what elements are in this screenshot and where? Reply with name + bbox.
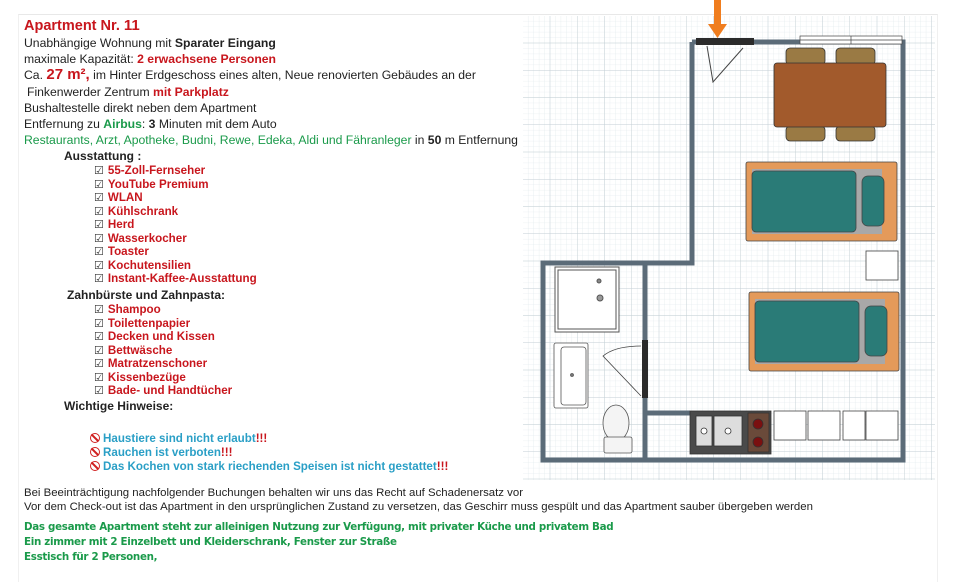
toiletries-item: ☑Kissenbezüge — [94, 371, 232, 385]
toiletries-item: ☑Bade- und Handtücher — [94, 384, 232, 398]
title-prefix: Apartment Nr. — [24, 18, 120, 34]
warning-text: Das Kochen von stark riechenden Speisen … — [103, 460, 437, 473]
shower — [554, 266, 620, 333]
toiletries-item: ☑Matratzenschoner — [94, 357, 232, 371]
kitchen-sink-stove — [689, 410, 772, 455]
equipment-item-label: Wasserkocher — [107, 231, 187, 245]
warning-exclamation: !!! — [255, 432, 268, 445]
toiletries-item: ☑Decken und Kissen — [94, 330, 232, 344]
checkbox-checked-icon: ☑ — [94, 358, 104, 370]
title-number: 11 — [123, 17, 140, 34]
checkbox-checked-icon: ☑ — [94, 371, 104, 384]
toiletries-item: ☑Toilettenpapier — [94, 317, 232, 331]
equipment-item-label: WLAN — [107, 191, 143, 204]
green-footer-line-2: Ein zimmer mit 2 Einzelbett und Kleiders… — [24, 536, 397, 548]
checkbox-checked-icon: ☑ — [94, 219, 104, 231]
equipment-item-label: Herd — [107, 218, 135, 231]
equipment-item: ☑Herd — [94, 218, 257, 232]
footer-line-2: Vor dem Check-out ist das Apartment in d… — [24, 501, 813, 513]
location-line: Finkenwerder Zentrum mit Parkplatz — [27, 85, 229, 99]
warnings-list: Haustiere sind nicht erlaubt!!!Rauchen i… — [90, 432, 448, 474]
equipment-item: ☑Instant-Kaffee-Ausstattung — [94, 272, 257, 286]
nightstand — [865, 250, 899, 281]
page-title: Apartment Nr. 11 — [24, 17, 140, 34]
warning-text: Rauchen ist verboten — [103, 446, 221, 459]
toiletries-item: ☑Bettwäsche — [94, 344, 232, 358]
equipment-item: ☑YouTube Premium — [94, 178, 257, 192]
footer-line-1: Bei Beeinträchtigung nachfolgender Buchu… — [24, 487, 523, 499]
bathroom-door — [602, 340, 648, 398]
checkbox-checked-icon: ☑ — [94, 385, 104, 397]
checkbox-checked-icon: ☑ — [94, 344, 104, 357]
warning-text: Haustiere sind nicht erlaubt — [103, 432, 256, 445]
checkbox-checked-icon: ☑ — [94, 232, 104, 245]
equipment-item: ☑Toaster — [94, 245, 257, 259]
equipment-item-label: Toaster — [107, 245, 149, 258]
checkbox-checked-icon: ☑ — [94, 317, 104, 330]
bus-line: Bushaltestelle direkt neben dem Apartmen… — [24, 101, 257, 115]
checkbox-checked-icon: ☑ — [94, 192, 104, 204]
warning-item: Das Kochen von stark riechenden Speisen … — [90, 460, 448, 474]
entrance-line: Unabhängige Wohnung mit Sparater Eingang — [24, 36, 276, 50]
checkbox-checked-icon: ☑ — [94, 178, 104, 191]
equipment-item-label: Kühlschrank — [107, 204, 179, 218]
capacity-line: maximale Kapazität: 2 erwachsene Persone… — [24, 52, 276, 66]
toiletries-item-label: Bettwäsche — [107, 343, 173, 357]
bed-2 — [748, 291, 900, 372]
floor-plan — [523, 0, 935, 480]
checkbox-checked-icon: ☑ — [94, 304, 104, 316]
kitchen-cabinets — [773, 410, 899, 441]
checkbox-checked-icon: ☑ — [94, 246, 104, 258]
warning-exclamation: !!! — [220, 446, 233, 459]
equipment-item-label: Instant-Kaffee-Ausstattung — [107, 272, 257, 285]
warning-item: Rauchen ist verboten!!! — [90, 446, 448, 460]
toilet — [602, 404, 633, 454]
equipment-item: ☑Kochutensilien — [94, 259, 257, 273]
airbus-line: Entfernung zu Airbus: 3 Minuten mit dem … — [24, 117, 277, 131]
toiletries-item-label: Bade- und Handtücher — [107, 384, 233, 397]
entrance-arrow-icon — [708, 0, 727, 38]
prohibited-icon — [90, 433, 100, 443]
equipment-item: ☑Kühlschrank — [94, 205, 257, 219]
sink — [553, 342, 589, 409]
equipment-item: ☑Wasserkocher — [94, 232, 257, 246]
checkbox-checked-icon: ☑ — [94, 205, 104, 218]
toiletries-item: ☑Shampoo — [94, 303, 232, 317]
green-footer-line-1: Das gesamte Apartment steht zur alleinig… — [24, 521, 614, 533]
toiletries-list: ☑Shampoo☑Toilettenpapier☑Decken und Kiss… — [94, 303, 232, 398]
checkbox-checked-icon: ☑ — [94, 273, 104, 285]
equipment-item-label: 55-Zoll-Fernseher — [107, 164, 206, 177]
checkbox-checked-icon: ☑ — [94, 165, 104, 177]
prohibited-icon — [90, 461, 100, 471]
equipment-item-label: Kochutensilien — [107, 258, 191, 272]
window — [799, 35, 903, 45]
equipment-item: ☑WLAN — [94, 191, 257, 205]
entrance-door — [696, 38, 754, 45]
toiletries-item-label: Shampoo — [107, 303, 161, 316]
toiletries-item-label: Toilettenpapier — [107, 316, 191, 330]
checkbox-checked-icon: ☑ — [94, 331, 104, 343]
toiletries-item-label: Decken und Kissen — [107, 330, 215, 343]
size-line: Ca. 27 m², im Hinter Erdgeschoss eines a… — [24, 66, 476, 83]
warning-item: Haustiere sind nicht erlaubt!!! — [90, 432, 448, 446]
equipment-heading: Ausstattung : — [64, 149, 142, 163]
door-swing — [706, 45, 744, 84]
nearby-line: Restaurants, Arzt, Apotheke, Budni, Rewe… — [24, 133, 518, 147]
green-footer-line-3: Esstisch für 2 Personen, — [24, 551, 158, 563]
toiletries-item-label: Kissenbezüge — [107, 370, 186, 384]
notes-heading: Wichtige Hinweise: — [64, 399, 174, 413]
equipment-list: ☑55-Zoll-Fernseher☑YouTube Premium☑WLAN☑… — [94, 164, 257, 286]
toiletries-heading: Zahnbürste und Zahnpasta: — [67, 288, 226, 302]
checkbox-checked-icon: ☑ — [94, 259, 104, 272]
equipment-item: ☑55-Zoll-Fernseher — [94, 164, 257, 178]
warning-exclamation: !!! — [436, 460, 449, 473]
dining-table — [773, 47, 887, 142]
prohibited-icon — [90, 447, 100, 457]
bed-1 — [745, 161, 898, 242]
equipment-item-label: YouTube Premium — [107, 177, 209, 191]
toiletries-item-label: Matratzenschoner — [107, 357, 208, 370]
